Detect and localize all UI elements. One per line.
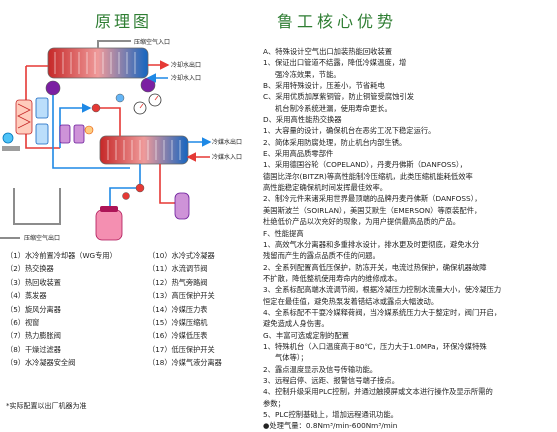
footnote: *实际配置以出厂机器为准 — [6, 402, 87, 410]
schematic-title: 原理图 — [95, 12, 153, 31]
advantages-list: A、特殊设计空气出口加装热能回收装置 1、保证出口管道不结露，降低冷媒温度，增强冷… — [263, 46, 555, 432]
evaporator — [99, 135, 189, 165]
label-cooling-water-inlet: 冷却水入口 — [171, 74, 201, 82]
advantage-line: 杜绝低价产品以次充好的现象，为用户提供最高品质的产品。 — [263, 217, 461, 227]
advantage-line: 强冷冻效果，节能。 — [275, 69, 341, 79]
label-coolant-water-inlet: 冷媒水入口 — [212, 153, 242, 161]
legend-item: （8）干燥过滤器 — [6, 344, 61, 354]
advantage-line: 德国比泽尔(BITZR)等高性能制冷压缩机，此类压缩机能耗低效率 — [263, 171, 473, 181]
legend-item: （10）水冷式冷凝器 — [148, 251, 215, 260]
legend-item: （2）热交换器 — [6, 264, 54, 274]
refrigerant-compressor — [95, 206, 123, 241]
advantage-line: 2、简体采用防腐处理，防止机台内部生锈。 — [263, 137, 407, 147]
legend-item: （3）热回收装置 — [6, 277, 61, 287]
pressure-gauges — [133, 93, 162, 115]
legend-item: （9）水冷凝器安全阀 — [6, 358, 76, 368]
advantage-line: 高性能稳定确保机时间发挥最佳效率。 — [263, 183, 388, 193]
advantage-line: C、采用优质加厚紫铜管，防止铜管受腐蚀引发 — [263, 92, 415, 102]
legend-item: （11）水流调节阀 — [148, 264, 208, 274]
advantage-line: 不扩散，降低整机使用寿命内的维修成本。 — [263, 273, 402, 283]
advantage-line: 3、远程启停、远距、报警信号端子接点。 — [263, 375, 399, 385]
legend-item: （13）高压保护开关 — [148, 291, 215, 301]
label-air-inlet: 压缩空气入口 — [134, 38, 170, 46]
refrigeration-schematic: 压缩空气入口 冷却水出口 冷却水入口 — [0, 38, 242, 242]
advantage-line: 残留而产生的露点品质不佳的问题。 — [263, 251, 380, 261]
advantage-line: 4、全系标配不干耍冷媒释荷阀，当冷媒系统压力大于整定时，阀门开启， — [263, 307, 502, 317]
advantage-line: 2、全系列配置高低压保护，防冻开关，电流过热保护，确保机器故障 — [263, 262, 487, 272]
advantage-line: 参数； — [263, 398, 285, 408]
gas-liquid-separator — [174, 192, 190, 220]
legend-item: （17）低压保护开关 — [148, 344, 215, 354]
cyclone-separator — [35, 97, 49, 145]
legend-item: （6）视窗 — [6, 318, 40, 328]
legend-item: （5）旋风分离器 — [6, 304, 61, 314]
advantage-line: F、性能提高 — [263, 228, 304, 238]
advantage-line: 避免造成人身伤害。 — [263, 319, 329, 329]
legend-item: （12）热气旁路阀 — [148, 277, 208, 287]
advantage-line: 1、大容量的设计，确保机台在恶劣工况下稳定运行。 — [263, 126, 436, 136]
advantage-line: 3、全系标配高端水流调节阀，根据冷凝压力控制水流量大小，使冷凝压力 — [263, 285, 502, 295]
advantage-line: G、丰富可选或定制的配置 — [263, 330, 349, 340]
legend-item: （1）水冷前置冷却器（WG专用） — [6, 251, 117, 260]
legend-item: （4）蒸发器 — [6, 291, 47, 301]
legend-item: （14）冷媒压力表 — [148, 304, 208, 314]
advantage-line: 1、特殊机台（入口温度高于80℃，压力大于1.0MPa，环保冷媒特殊 — [263, 341, 487, 351]
legend-column-right: （10）水冷式冷凝器 （11）水流调节阀 （12）热气旁路阀 （13）高压保护开关 （1… — [148, 249, 222, 370]
valves-cluster — [91, 93, 145, 200]
advantage-line: 1、高效气水分离器和多重排水设计，排水更及时更彻底，避免水分 — [263, 239, 480, 249]
advantage-line: 2、制冷元件来诸采用世界最顶端的品牌丹麦丹佛斯（DANFOSS）， — [263, 194, 482, 204]
advantage-line: A、特殊设计空气出口加装热能回收装置 — [263, 47, 393, 56]
front-cooler-unit — [45, 47, 156, 96]
label-cooling-water-outlet: 冷却水出口 — [171, 61, 201, 69]
legend-item: （15）冷媒压缩机 — [148, 318, 208, 328]
legend-item: （16）冷媒低压表 — [148, 331, 208, 341]
advantage-line: 2、露点温度显示及信号传输功能。 — [263, 364, 378, 374]
advantage-line: 4、控制升级采用PLC控制，并通过触摸屏或文本进行操作及显示所需的 — [263, 387, 493, 397]
schematic-panel: 原理图 — [0, 0, 253, 430]
advantage-line: 气体等）； — [275, 353, 308, 363]
advantage-line: 美国斯波兰（SOIRLAN），美国艾默生（EMERSON）等原装配件， — [263, 205, 482, 215]
advantage-line: B、采用特殊设计，压差小，节省耗电 — [263, 81, 385, 91]
label-air-outlet: 压缩空气出口 — [24, 234, 60, 242]
legend-item: （18）冷媒气液分离器 — [148, 358, 222, 368]
advantage-line: 1、保证出口管道不结露，降低冷媒温度，增 — [263, 58, 407, 68]
drain-valves — [59, 124, 94, 144]
advantage-line: ●处理气量：0.8Nm³/min-600Nm³/min — [263, 421, 398, 431]
sight-glass — [2, 132, 20, 151]
advantage-line: 5、PLC控制基础上，增加远程通讯功能。 — [263, 410, 398, 419]
label-coolant-water-outlet: 冷媒水出口 — [212, 138, 242, 146]
advantage-line: D、采用高性能热交换器 — [263, 115, 342, 125]
advantages-title: 鲁工核心优势 — [277, 12, 398, 31]
advantage-line: 恒定在最佳值，避免热泵发着错结冰或露点大幅波动。 — [263, 296, 439, 306]
legend-item: （7）热力膨胀阀 — [6, 331, 61, 341]
advantages-panel: 鲁工核心优势 — [253, 0, 557, 430]
advantage-line: E、采用高品质零部件 — [263, 149, 334, 159]
advantage-line: 机台制冷系统泄漏，使用寿命更长。 — [275, 103, 392, 113]
heat-exchanger — [15, 99, 33, 135]
advantage-line: 1、采用德国谷轮（COPELAND），丹麦丹佛斯（DANFOSS）， — [263, 160, 467, 170]
legend-column-left: （1）水冷前置冷却器（WG专用） （2）热交换器 （3）热回收装置 （4）蒸发器 （5）… — [6, 249, 117, 370]
